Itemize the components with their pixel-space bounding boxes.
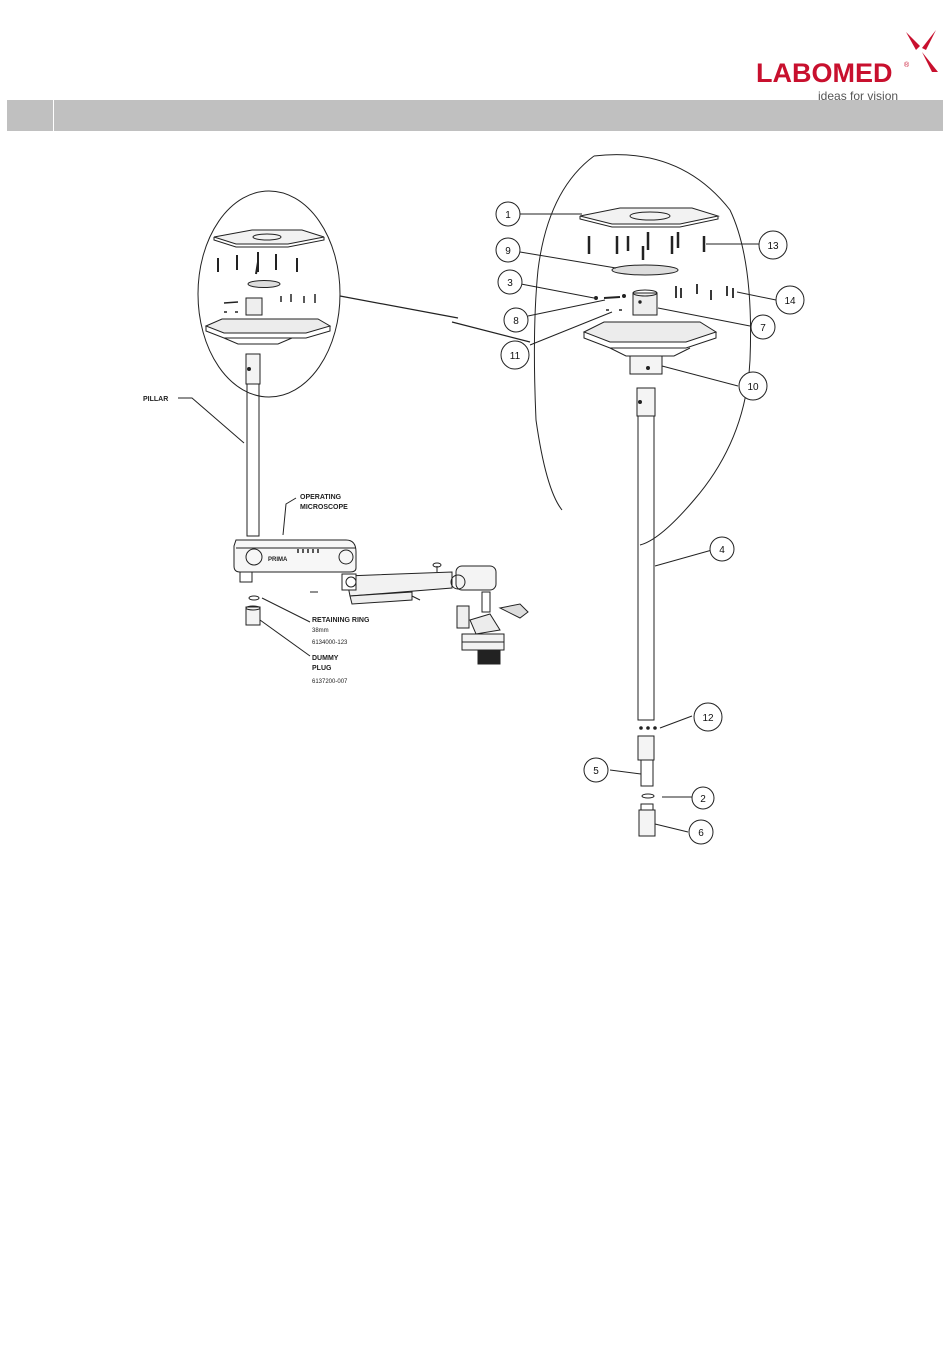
label-operating-1: OPERATING	[300, 494, 342, 501]
microscope-socket	[240, 572, 252, 582]
left-adapter-block	[246, 298, 262, 315]
leader-pillar	[178, 398, 244, 443]
right-top-plate	[580, 208, 718, 224]
callout-2-text: 2	[700, 794, 706, 805]
callout-9-text: 9	[505, 246, 511, 257]
callout-7-text: 7	[760, 323, 766, 334]
right-dummy-plug-6	[639, 810, 655, 836]
right-base-plate	[584, 322, 716, 342]
label-dummy-3: 6137200-007	[312, 679, 348, 685]
callout-4-text: 4	[719, 545, 725, 556]
callout-3-text: 3	[507, 278, 513, 289]
microscope-head	[456, 566, 496, 590]
label-operating-2: MICROSCOPE	[300, 504, 348, 511]
label-dummy-2: PLUG	[312, 665, 332, 672]
left-bolts	[218, 252, 297, 274]
leader-retaining-ring	[262, 598, 310, 622]
callout-13-text: 13	[767, 241, 779, 252]
right-bolts	[589, 232, 704, 260]
microscope-body	[234, 540, 356, 572]
label-pillar: PILLAR	[143, 396, 168, 403]
left-pillar	[247, 384, 259, 536]
label-dummy-1: DUMMY	[312, 655, 339, 662]
microscope-brand-text: PRIMA	[268, 557, 288, 563]
right-retaining-ring-2	[642, 794, 654, 798]
left-detail-ellipse	[198, 191, 340, 397]
leader-dummy-plug	[260, 620, 310, 656]
callout-5-text: 5	[593, 766, 599, 777]
callout-8-text: 8	[513, 316, 519, 327]
callout-1-text: 1	[505, 210, 511, 221]
left-top-plate	[214, 230, 324, 244]
label-retaining-3: 6134000-123	[312, 640, 348, 646]
left-base-plate	[206, 319, 330, 333]
label-retaining-2: 38mm	[312, 628, 329, 634]
leader-microscope	[283, 498, 296, 535]
left-flange	[248, 281, 280, 288]
right-tube-5	[638, 736, 654, 760]
right-detail-ellipse-left	[534, 156, 594, 510]
callout-12-text: 12	[702, 713, 714, 724]
microscope-objective	[478, 650, 500, 664]
right-pillar-4	[638, 416, 654, 720]
callout-10-text: 10	[747, 382, 759, 393]
left-retaining-ring	[249, 596, 259, 600]
right-flange-9	[612, 265, 678, 275]
callout-6-text: 6	[698, 828, 704, 839]
label-retaining-1: RETAINING RING	[312, 617, 370, 624]
right-coupling-10	[630, 356, 662, 374]
connector-line-upper	[340, 296, 458, 318]
callout-11-text: 11	[510, 351, 521, 362]
callout-14-text: 14	[784, 296, 796, 307]
